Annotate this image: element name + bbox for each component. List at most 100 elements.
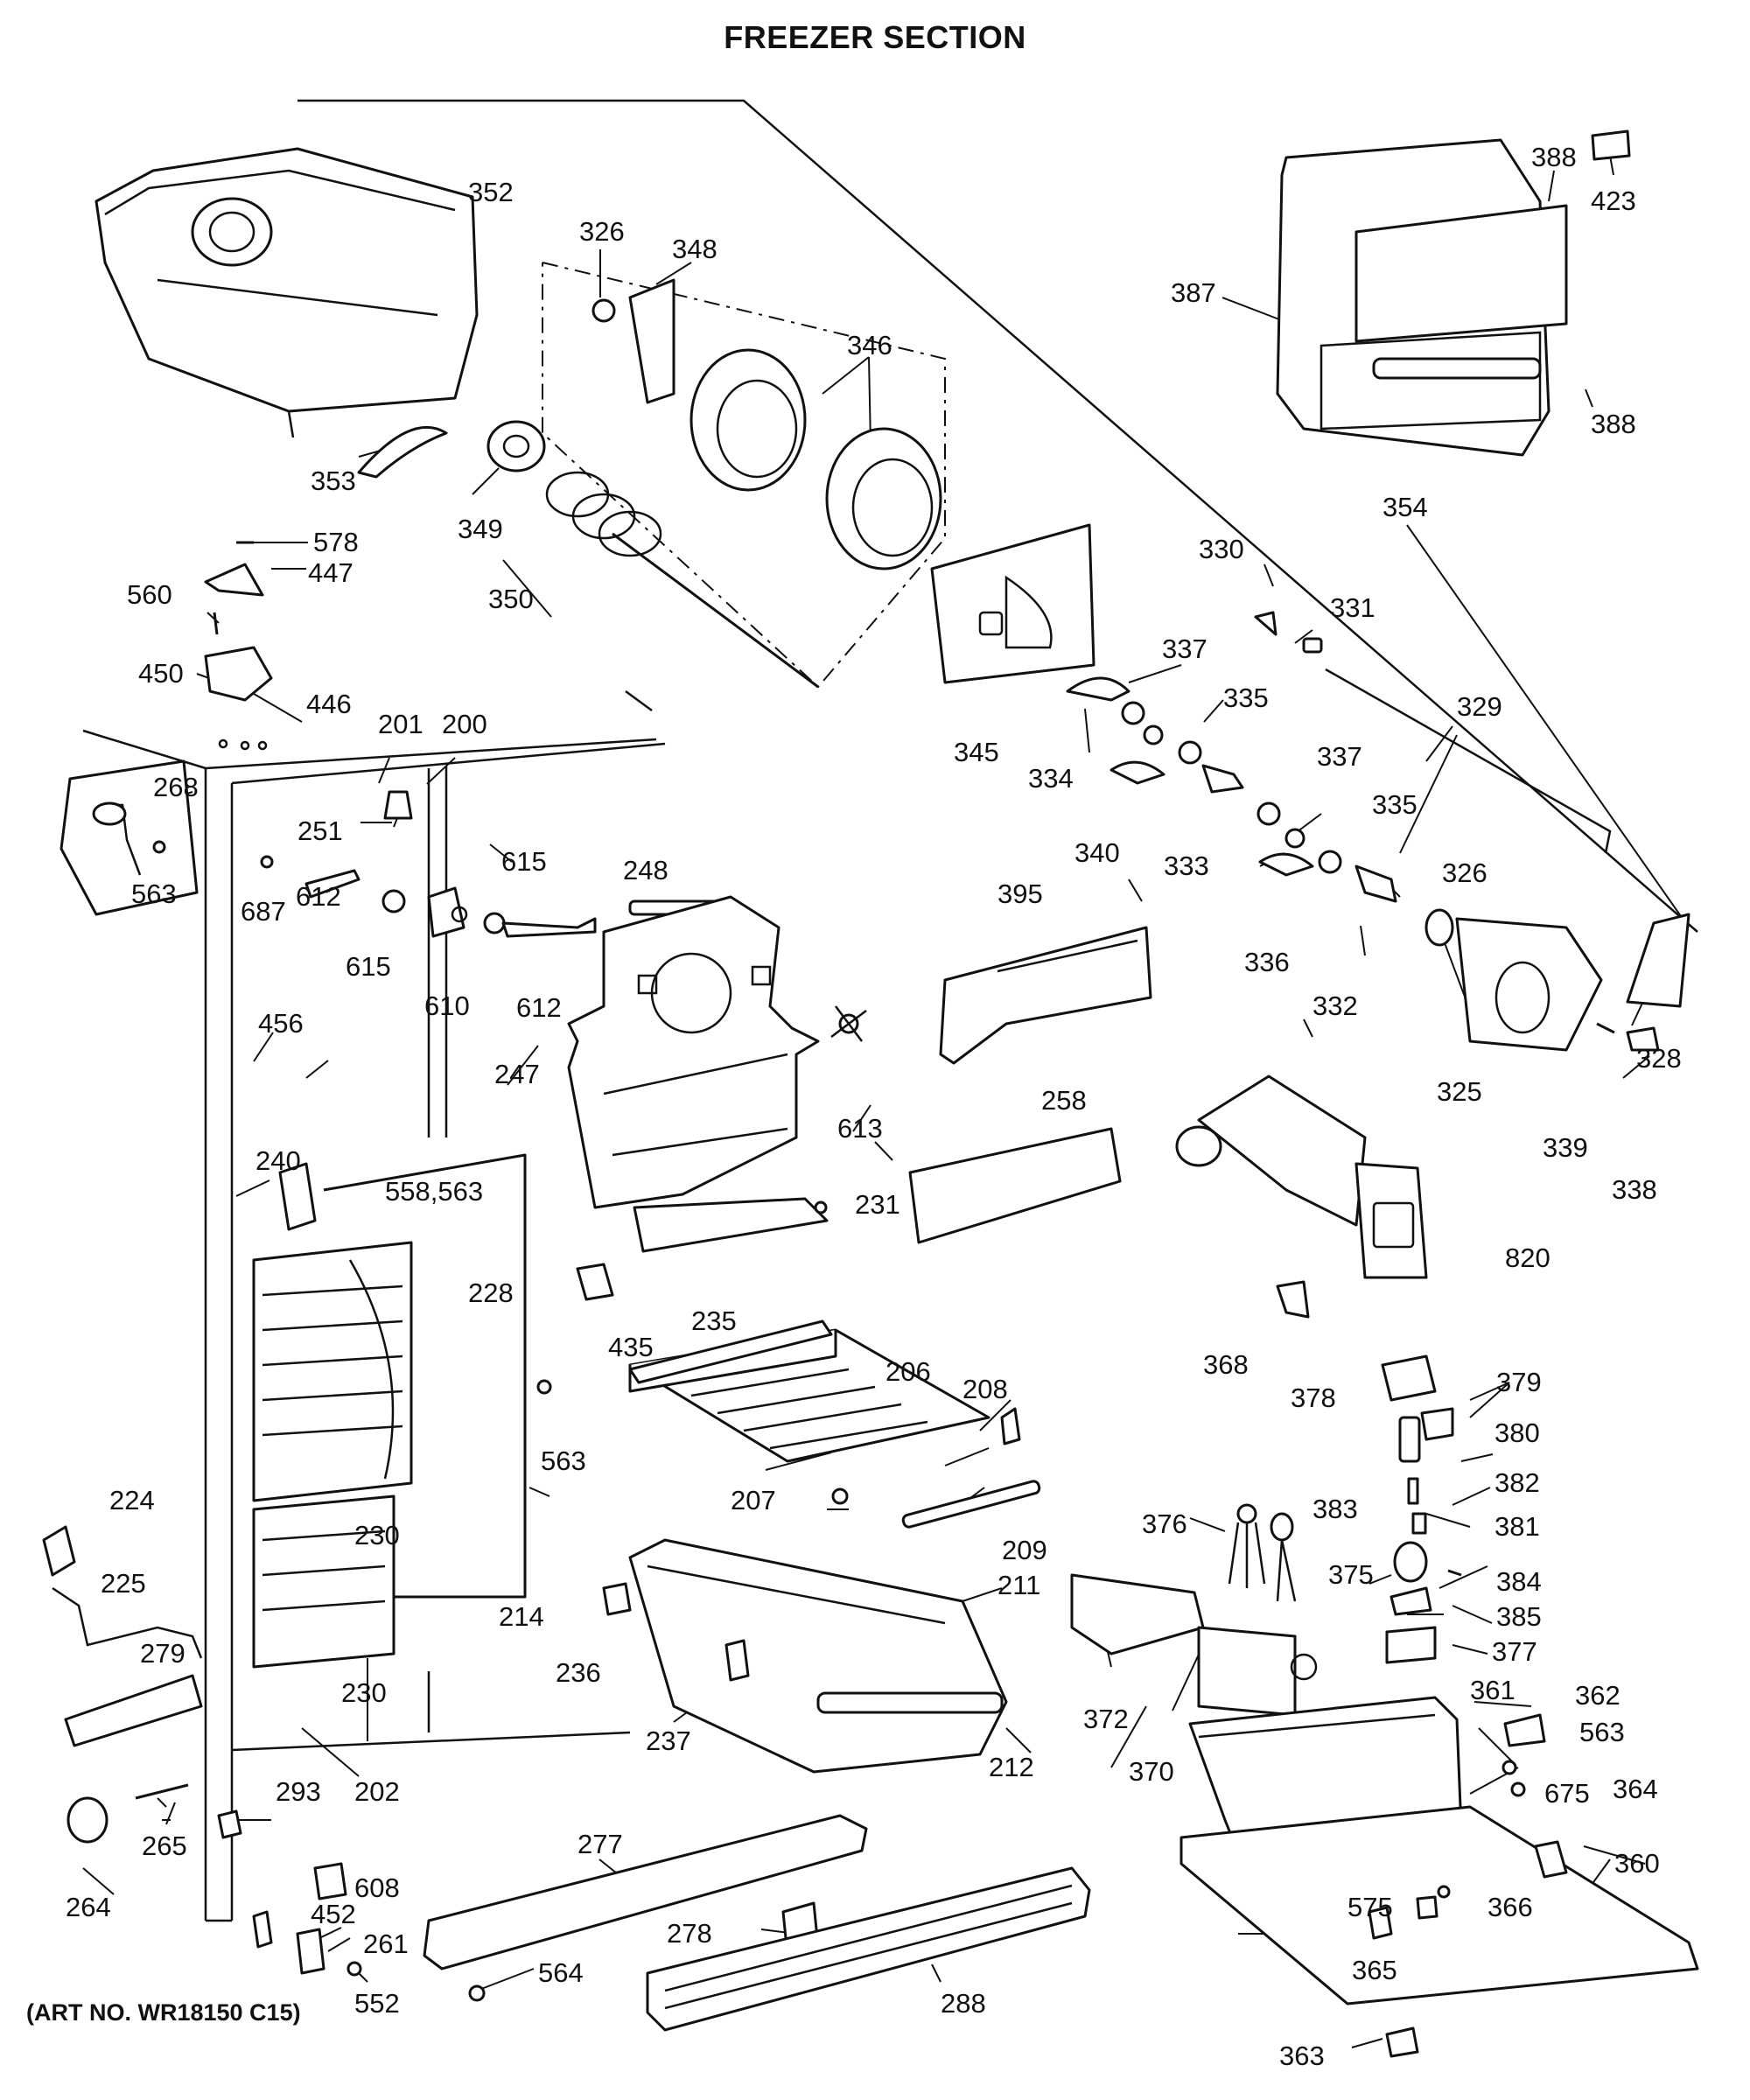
callout-201: 201 [378,709,424,739]
callout-560: 560 [127,579,172,610]
auger-blade-348 [628,278,676,404]
toe-grille-288 [646,1866,1091,2032]
clip-237 [724,1639,750,1682]
bracket-338 [1626,1026,1660,1052]
compressor-relay-370 [1197,1626,1318,1717]
cap-365 [1368,1906,1393,1940]
callout-360: 360 [1614,1848,1660,1879]
clip-435 [576,1263,614,1301]
callout-202: 202 [354,1776,400,1807]
solenoid-325 [1424,908,1603,1052]
callout-335: 335 [1372,789,1418,820]
bracket-368 [1276,1280,1310,1319]
mullion-279 [64,1674,203,1747]
callout-332: 332 [1312,990,1358,1021]
callout-378: 378 [1291,1382,1336,1413]
callout-237: 237 [646,1726,691,1756]
callout-209: 209 [1002,1535,1047,1565]
callout-675: 675 [1544,1778,1590,1809]
callout-331: 331 [1330,592,1376,623]
callout-388: 388 [1531,142,1577,172]
mounting-plate-345 [930,523,1096,684]
callout-563: 563 [131,878,177,909]
clip-366 [1416,1895,1438,1920]
air-duct-395 [939,926,1152,1065]
screw-552 [346,1961,362,1977]
clip-364 [1534,1840,1568,1879]
evaporator-228 [252,1241,413,1669]
callout-224: 224 [109,1485,155,1516]
callout-380: 380 [1494,1418,1540,1448]
callout-452: 452 [311,1899,356,1929]
callout-377: 377 [1492,1636,1537,1667]
callout-230: 230 [354,1520,400,1550]
callout-361: 361 [1470,1675,1516,1705]
callout-337: 337 [1317,741,1362,772]
callout-329: 329 [1457,691,1502,722]
pin-339 [1596,1022,1615,1034]
callout-353: 353 [311,466,356,496]
water-valve-parts [1381,1354,1462,1664]
callout-563: 563 [541,1446,586,1476]
callout-383: 383 [1312,1494,1358,1524]
callout-608: 608 [354,1872,400,1903]
callout-563: 563 [1579,1717,1625,1747]
freezer-liner [82,99,1698,1922]
screw-231 [814,1200,828,1214]
auger-assembly [545,471,819,689]
callout-364: 364 [1613,1774,1658,1804]
gear-train [1066,611,1397,903]
callout-346: 346 [847,330,892,360]
plug-423 [1591,130,1631,161]
callout-279: 279 [140,1638,186,1669]
heater-235 [628,1320,833,1384]
roller-207 [831,1488,849,1505]
callout-339: 339 [1543,1132,1588,1163]
callout-251: 251 [298,816,343,846]
callout-385: 385 [1496,1601,1542,1632]
callout-208: 208 [962,1374,1008,1404]
tube-225 [52,1586,203,1659]
callout-376: 376 [1142,1508,1187,1539]
bracket-372 [1070,1573,1205,1656]
washer-326 [592,298,616,323]
callout-820: 820 [1505,1242,1550,1273]
light-socket-inset [60,760,199,916]
callout-264: 264 [66,1892,111,1922]
callout-687: 687 [241,896,286,927]
heater-wire-230 [348,1259,395,1480]
callout-615: 615 [346,951,391,982]
callout-352: 352 [468,177,514,207]
cover-328 [1626,913,1690,1008]
callout-231: 231 [855,1189,900,1220]
screw-564 [468,1984,486,2002]
callout-335: 335 [1223,682,1269,713]
damper-615b [382,889,406,914]
screw-560 [213,612,219,635]
callout-382: 382 [1494,1467,1540,1498]
callout-350: 350 [488,584,534,614]
callout-240: 240 [256,1145,301,1176]
callout-333: 333 [1164,850,1209,881]
callout-349: 349 [458,514,503,544]
callout-230: 230 [341,1677,387,1708]
fan-housing-247 [567,895,829,1253]
ice-crusher-346 [690,348,942,570]
callout-338: 338 [1612,1174,1657,1205]
callout-366: 366 [1488,1892,1533,1922]
hinge-261 [296,1928,326,1975]
callout-575: 575 [1348,1892,1393,1922]
callout-200: 200 [442,709,487,739]
callout-387: 387 [1171,277,1216,308]
art-number: (ART NO. WR18150 C15) [26,1999,301,2026]
foot-363 [1385,2026,1419,2058]
callout-362: 362 [1575,1680,1620,1711]
callout-247: 247 [494,1059,540,1089]
callout-228: 228 [468,1278,514,1308]
thermostat-251 [383,790,413,820]
callout-612: 612 [296,881,341,912]
machine-compartment-360 [1180,1696,1699,2006]
damper-240 [278,1162,317,1231]
callout-258: 258 [1041,1085,1087,1116]
callout-214: 214 [499,1601,544,1632]
